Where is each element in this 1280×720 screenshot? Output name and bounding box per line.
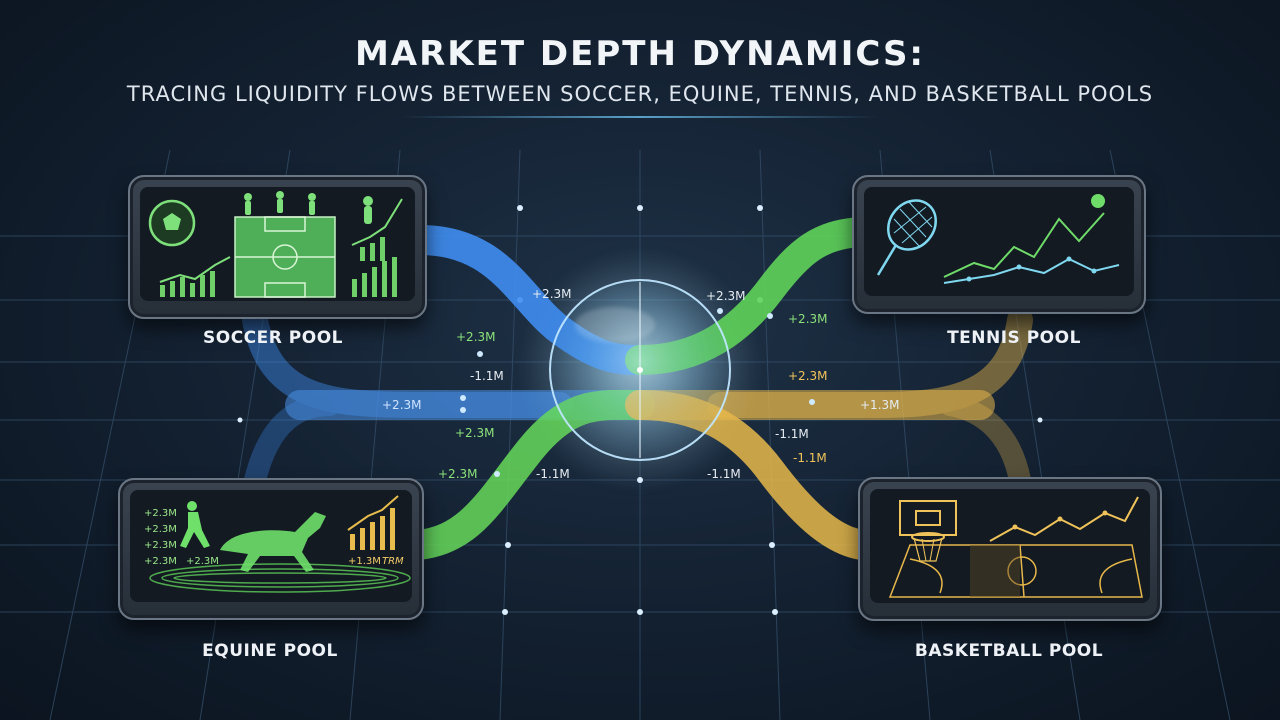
equine-value-4: +2.3M bbox=[144, 556, 177, 567]
page-subtitle: TRACING LIQUIDITY FLOWS BETWEEN SOCCER, … bbox=[126, 82, 1154, 106]
equine-value-right: +1.3M bbox=[348, 556, 381, 567]
flow-label: -1.1M bbox=[536, 467, 570, 481]
basketball-hoop-icon bbox=[899, 500, 957, 562]
equine-pool-label: EQUINE POOL bbox=[202, 641, 338, 661]
basketball-pool-panel[interactable] bbox=[858, 477, 1162, 621]
equine-value-2: +2.3M bbox=[144, 524, 177, 535]
page-title: MARKET DEPTH DYNAMICS: bbox=[354, 34, 926, 74]
flow-markers bbox=[460, 308, 815, 477]
tennis-pool-panel[interactable] bbox=[852, 175, 1146, 314]
equine-value-5: +2.3M bbox=[186, 556, 219, 567]
bar-chart-icon bbox=[160, 237, 397, 297]
trend-chart-icon bbox=[347, 495, 399, 531]
race-track-icon bbox=[149, 563, 411, 593]
soccer-players-icon bbox=[244, 191, 373, 224]
soccer-pool-panel[interactable] bbox=[128, 175, 427, 319]
soccer-ball-icon bbox=[148, 199, 196, 247]
flow-label: -1.1M bbox=[707, 467, 741, 481]
trend-chart-icon bbox=[159, 198, 403, 283]
equine-pool-panel[interactable]: +2.3M +2.3M +2.3M +2.3M +2.3M +1.3M TRM bbox=[118, 478, 424, 620]
soccer-field-icon bbox=[234, 216, 336, 298]
flow-label: +2.3M bbox=[382, 398, 422, 412]
bar-chart-icon bbox=[350, 508, 395, 550]
trend-chart-icon bbox=[989, 496, 1139, 542]
equine-value-1: +2.3M bbox=[144, 508, 177, 519]
basketball-court-icon bbox=[888, 544, 1143, 598]
tennis-pool-label: TENNIS POOL bbox=[947, 328, 1081, 348]
equine-tag-right: TRM bbox=[382, 556, 404, 567]
trend-chart-icon bbox=[943, 212, 1120, 284]
soccer-pool-label: SOCCER POOL bbox=[203, 328, 343, 348]
subtitle-underline bbox=[400, 116, 880, 118]
flow-label: +2.3M bbox=[788, 369, 828, 383]
equine-value-3: +2.3M bbox=[144, 540, 177, 551]
horse-icon bbox=[220, 512, 326, 572]
flow-label: +2.3M bbox=[456, 330, 496, 344]
flow-label: +2.3M bbox=[706, 289, 746, 303]
flow-label: +2.3M bbox=[532, 287, 572, 301]
basketball-pool-label: BASKETBALL POOL bbox=[914, 641, 1104, 661]
flow-label: +2.3M bbox=[455, 426, 495, 440]
liquidity-hub bbox=[549, 279, 731, 461]
tennis-ball-icon bbox=[1091, 194, 1105, 208]
flow-label: -1.1M bbox=[793, 451, 827, 465]
flow-label: -1.1M bbox=[775, 427, 809, 441]
flow-label: +2.3M bbox=[788, 312, 828, 326]
jockey-icon bbox=[180, 501, 210, 548]
flow-label: +1.3M bbox=[860, 398, 900, 412]
flow-label: -1.1M bbox=[470, 369, 504, 383]
tennis-racket-icon bbox=[876, 199, 937, 276]
flow-label: +2.3M bbox=[438, 467, 478, 481]
